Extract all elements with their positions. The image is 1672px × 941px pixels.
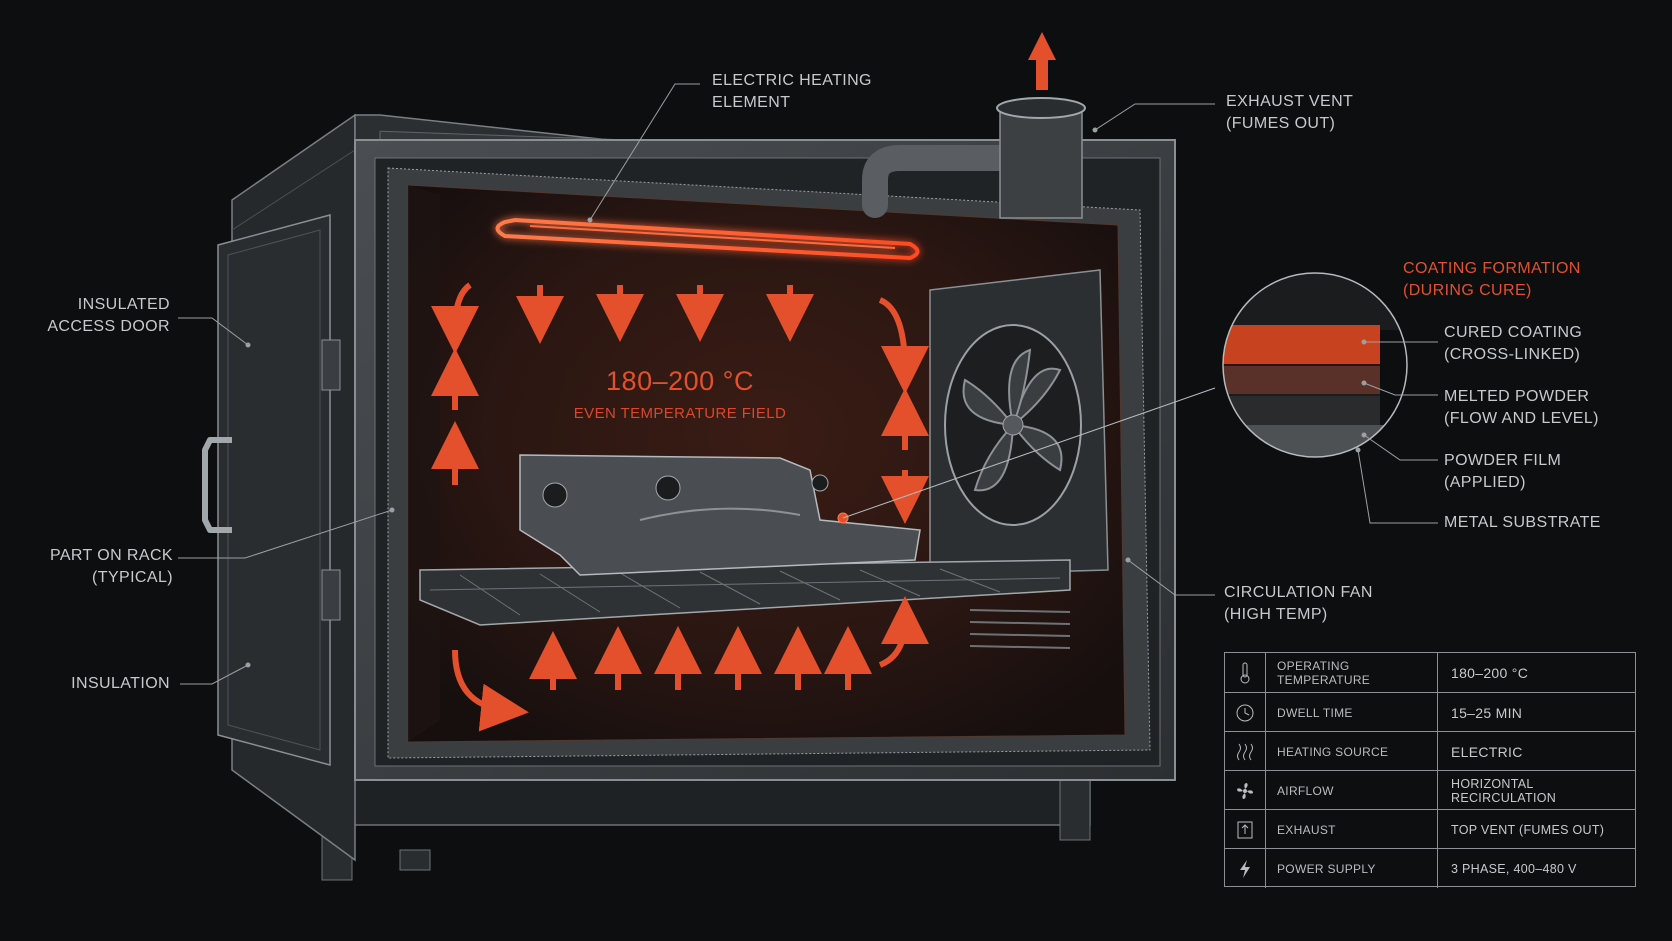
part-rack [419, 559, 1071, 626]
spec-value: 3 PHASE, 400–480 V [1437, 849, 1635, 888]
electric-heating-element [495, 217, 920, 261]
insulated-access-door [202, 214, 341, 766]
clock-icon [1225, 693, 1266, 732]
callout-lines [178, 83, 1216, 685]
layer-melted-powder-label: MELTED POWDER (FLOW AND LEVEL) [1444, 388, 1599, 427]
exhaust-icon [1225, 810, 1266, 849]
exhaust-arrow [1028, 32, 1056, 90]
spec-value: 180–200 °C [1437, 653, 1635, 692]
part-on-rack-label: PART ON RACK (TYPICAL) [49, 547, 173, 586]
spec-row: DWELL TIME 15–25 MIN [1225, 692, 1635, 732]
fan-icon [1225, 771, 1266, 810]
spec-value: ELECTRIC [1437, 732, 1635, 771]
lightning-icon [1225, 849, 1266, 888]
center-caption: EVEN TEMPERATURE FIELD [573, 405, 787, 422]
metal-part [519, 454, 921, 576]
spec-label: OPERATING TEMPERATURE [1277, 658, 1371, 687]
vent-grille [969, 609, 1071, 649]
heating-element-label: ELECTRIC HEATING ELEMENT [712, 72, 872, 111]
spec-row: OPERATING TEMPERATURE 180–200 °C [1225, 653, 1635, 692]
specs-table: OPERATING TEMPERATURE 180–200 °C DWELL T… [1224, 652, 1636, 888]
spec-row: EXHAUST TOP VENT (FUMES OUT) [1225, 809, 1635, 849]
layer-powder-film-label: POWDER FILM (APPLIED) [1444, 452, 1562, 491]
center-temperature: 180–200 °C [606, 366, 754, 396]
airflow-arrows [431, 282, 929, 732]
circulation-fan [929, 269, 1109, 576]
thermometer-icon [1225, 653, 1266, 692]
spec-row: AIRFLOW HORIZONTAL RECIRCULATION [1225, 770, 1635, 810]
coating-title: COATING FORMATION (DURING CURE) [1403, 260, 1581, 299]
spec-label: EXHAUST [1277, 822, 1336, 837]
insulation-label: INSULATION [71, 675, 170, 692]
circulation-fan-label: CIRCULATION FAN (HIGH TEMP) [1224, 584, 1373, 623]
exhaust-vent-pipe [862, 97, 1086, 219]
access-door-label: INSULATED ACCESS DOOR [47, 296, 170, 335]
exhaust-vent-label: EXHAUST VENT (FUMES OUT) [1226, 93, 1354, 132]
coating-magnifier [1222, 272, 1408, 458]
layer-metal-substrate-label: METAL SUBSTRATE [1444, 514, 1601, 531]
spec-row: HEATING SOURCE ELECTRIC [1225, 731, 1635, 771]
layer-cured-coating-label: CURED COATING (CROSS-LINKED) [1444, 324, 1583, 363]
spec-label: AIRFLOW [1277, 783, 1334, 798]
spec-row: POWER SUPPLY 3 PHASE, 400–480 V [1225, 848, 1635, 888]
spec-value: 15–25 MIN [1437, 693, 1635, 732]
coating-leader-lines [1355, 339, 1438, 524]
spec-label: HEATING SOURCE [1277, 744, 1389, 759]
spec-label: POWER SUPPLY [1277, 861, 1376, 876]
heat-waves-icon [1225, 732, 1266, 771]
spec-label: DWELL TIME [1277, 705, 1353, 720]
spec-value: TOP VENT (FUMES OUT) [1437, 810, 1635, 849]
spec-value: HORIZONTAL RECIRCULATION [1437, 771, 1635, 810]
